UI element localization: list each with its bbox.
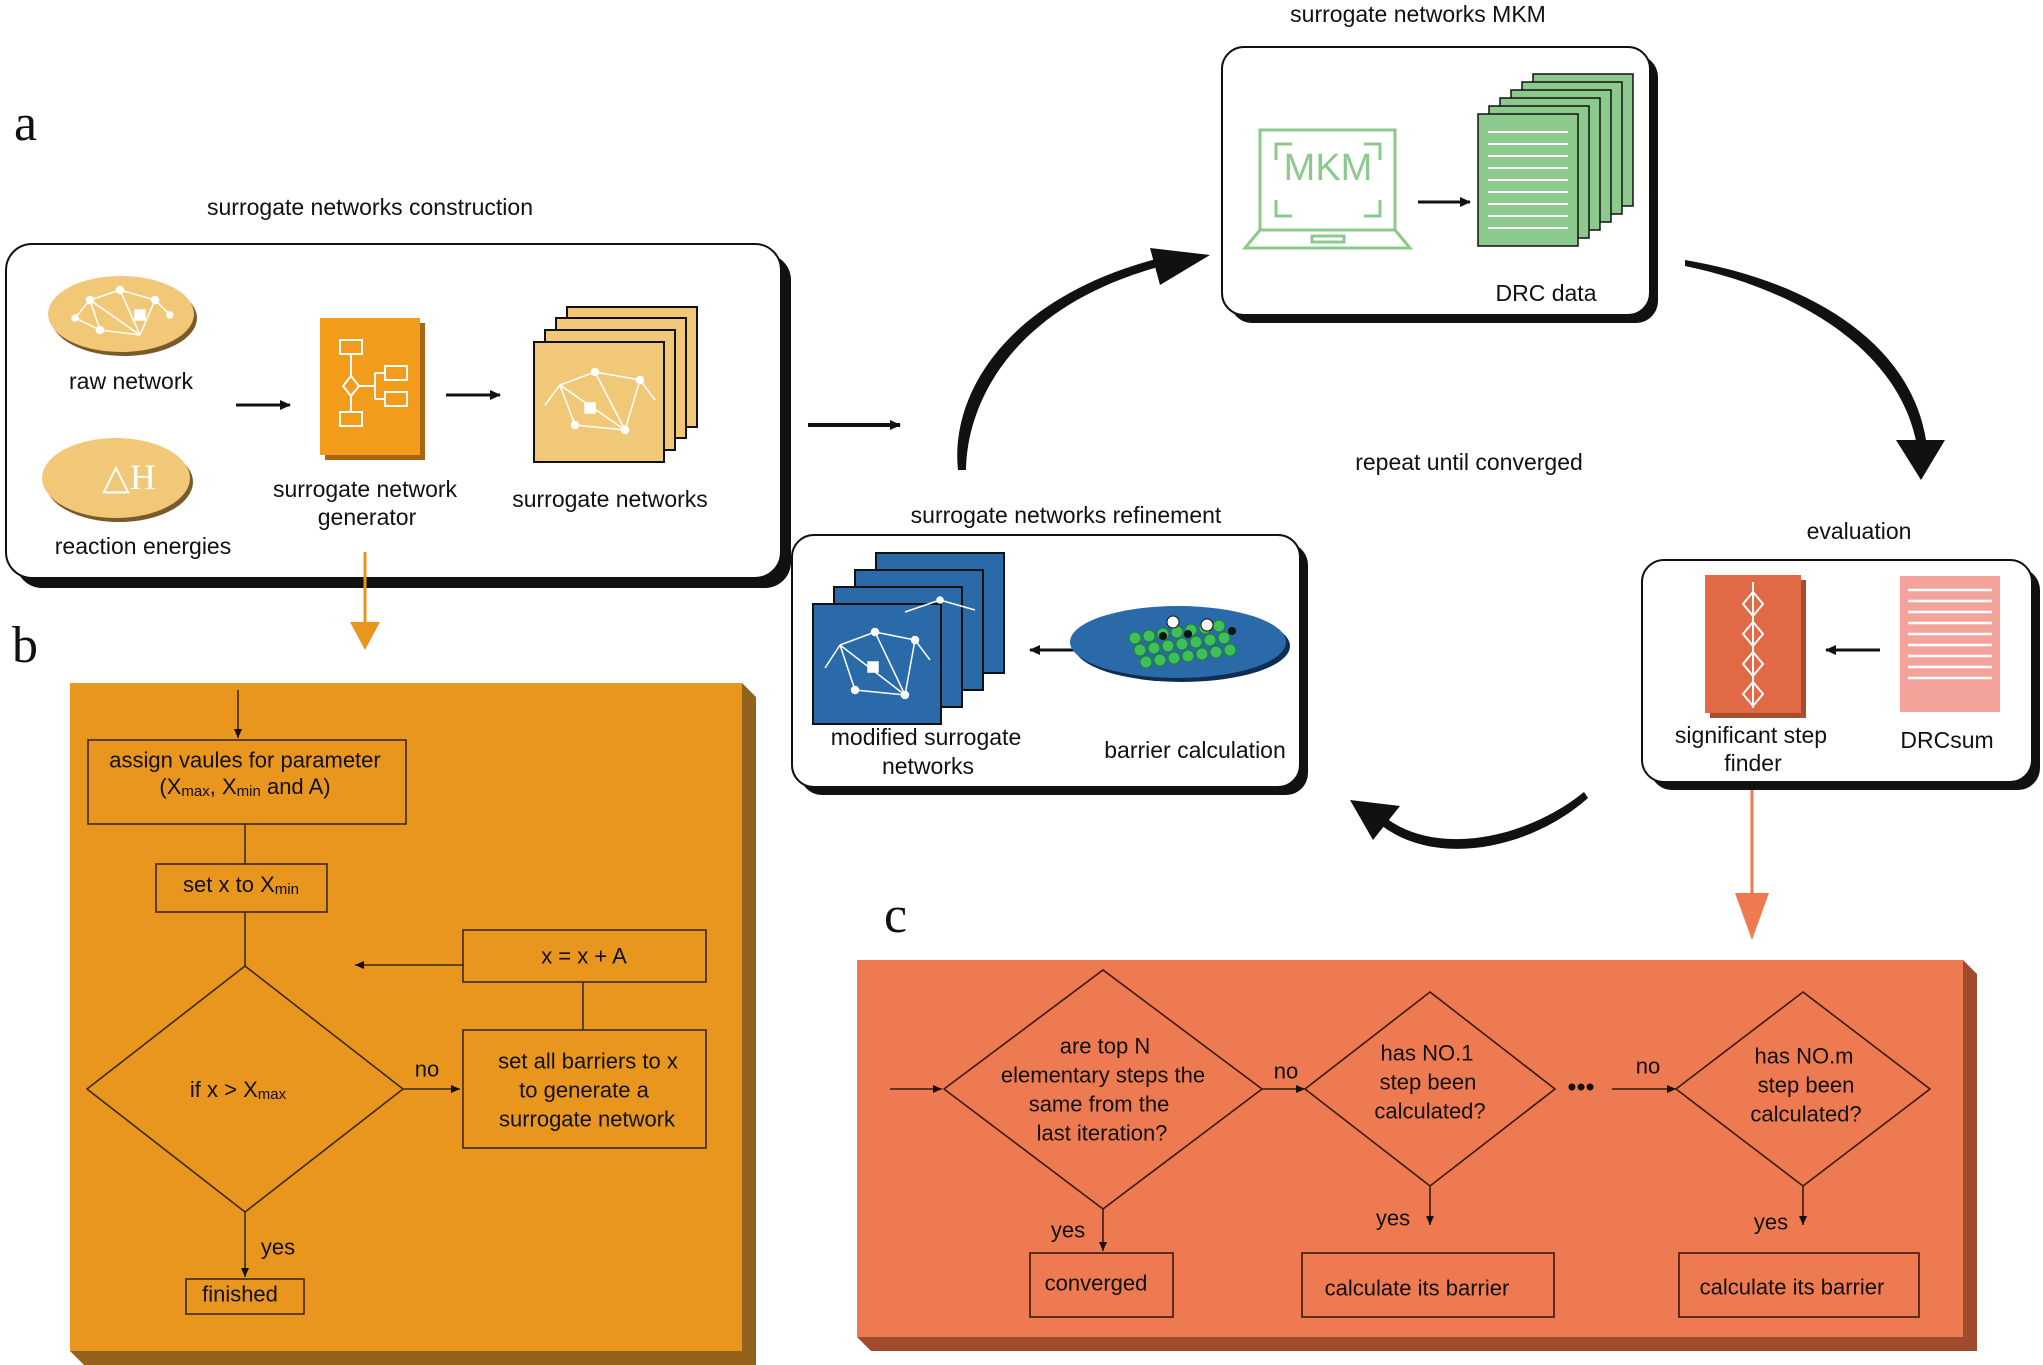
reaction-energies-ellipse: [42, 438, 193, 522]
construction-title: surrogate networks construction: [207, 194, 533, 220]
q1-line3: same from the: [1028, 1091, 1170, 1117]
no-label-c1: no: [1273, 1058, 1299, 1084]
set-x-label: set x to Xmin: [183, 872, 299, 898]
panel-b-flowchart: [85, 690, 707, 1315]
q1-line1: are top N: [1059, 1033, 1151, 1059]
barriers-label-line2: to generate a: [519, 1077, 649, 1103]
q3-line1: has NO.m: [1754, 1043, 1854, 1069]
mkm-title: surrogate networks MKM: [1290, 1, 1546, 27]
barrier-catalyst-surface: [1070, 606, 1290, 682]
q1-line4: last iteration?: [1036, 1120, 1168, 1146]
q1-line2: elementary steps the: [1000, 1062, 1206, 1088]
finished-label: finished: [202, 1281, 278, 1307]
surrogate-networks-stack: [533, 306, 698, 463]
drc-data-label: DRC data: [1495, 280, 1597, 306]
panel-c-background: [857, 960, 1977, 1351]
yes-label-c3: yes: [1753, 1209, 1789, 1235]
q2-line1: has NO.1: [1380, 1040, 1474, 1066]
assign-label-line2: (Xmax, Xmin and A): [159, 774, 331, 800]
modified-surrogate-stack: [812, 552, 1005, 725]
no-label-c2: no: [1635, 1053, 1661, 1079]
laptop-icon: [1241, 128, 1414, 250]
repeat-label: repeat until converged: [1355, 449, 1583, 475]
yes-label-c1: yes: [1050, 1217, 1086, 1243]
panel-label-b: b: [12, 617, 38, 674]
modified-label-line1: modified surrogate: [830, 724, 1022, 750]
barrier-calculation-label: barrier calculation: [1104, 737, 1286, 763]
drcsum-icon: [1900, 576, 2000, 712]
no-label-b: no: [414, 1056, 440, 1082]
barriers-label-line1: set all barriers to x: [498, 1048, 678, 1074]
panel-c-flowchart: [890, 969, 1932, 1318]
significant-step-finder-icon: [1705, 575, 1806, 718]
ellipsis: •••: [1567, 1071, 1595, 1102]
modified-label-line2: networks: [881, 753, 975, 779]
q3-line2: step been: [1757, 1072, 1855, 1098]
assign-label-line1: assign vaules for parameter: [109, 747, 381, 773]
refinement-title: surrogate networks refinement: [910, 502, 1222, 528]
finder-label-line2: finder: [1724, 750, 1782, 776]
drcsum-label: DRCsum: [1900, 727, 1994, 753]
drc-data-stack: [1477, 73, 1634, 247]
converged-label: converged: [1044, 1270, 1148, 1296]
finder-label-line1: significant step: [1674, 722, 1828, 748]
reaction-energies-label: reaction energies: [54, 533, 232, 559]
laptop-text: MKM: [1283, 147, 1373, 189]
generator-document: [320, 318, 425, 460]
evaluation-title: evaluation: [1806, 518, 1912, 544]
raw-network-label: raw network: [69, 368, 193, 394]
yes-label-b: yes: [260, 1234, 296, 1260]
panel-label-a: a: [14, 95, 38, 152]
delta-h-symbol: △H: [102, 457, 156, 497]
barriers-label-line3: surrogate network: [498, 1106, 676, 1132]
condition-label: if x > Xmax: [189, 1077, 287, 1103]
generator-label-line1: surrogate network: [272, 476, 458, 502]
yes-label-c2: yes: [1375, 1205, 1411, 1231]
arrow-to-panel-c: [1735, 790, 1769, 940]
calc-barrier-label-2: calculate its barrier: [1699, 1274, 1885, 1300]
panel-label-c: c: [884, 887, 908, 944]
calc-barrier-label-1: calculate its barrier: [1324, 1275, 1510, 1301]
q2-line3: calculated?: [1374, 1098, 1486, 1124]
cycle-arrows: [957, 248, 1945, 849]
arrow-to-panel-b: [350, 552, 380, 650]
generator-label-line2: generator: [317, 504, 417, 530]
raw-network-ellipse: [48, 276, 197, 356]
increment-label: x = x + A: [541, 943, 627, 969]
q3-line3: calculated?: [1750, 1101, 1862, 1127]
q2-line2: step been: [1379, 1069, 1477, 1095]
surrogate-networks-label: surrogate networks: [512, 486, 708, 512]
